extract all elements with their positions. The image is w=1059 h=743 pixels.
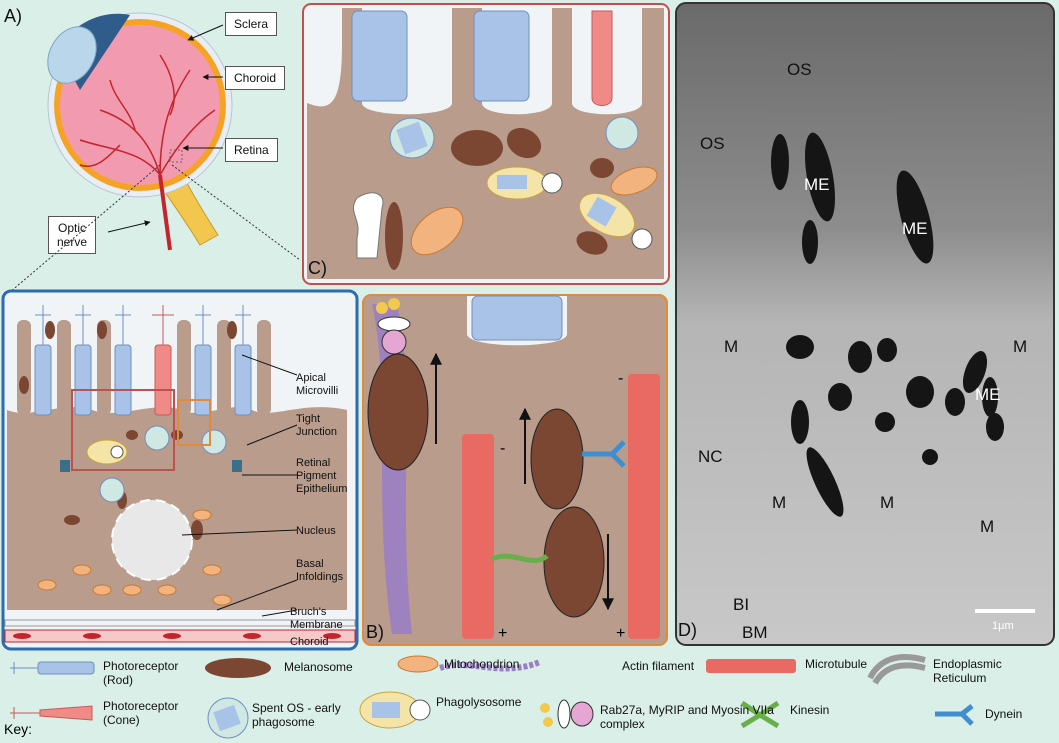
microtubule-1 (462, 434, 494, 639)
panel-d-label: D) (678, 620, 697, 640)
label-basal-infoldings: Basal Infoldings (296, 558, 344, 583)
key-microtubule-label: Microtubule (805, 657, 868, 671)
label-choroid-layer: Choroid (290, 636, 329, 648)
em-label-8: M (772, 493, 787, 512)
em-label-11: BI (733, 595, 750, 614)
retinal-vessels (79, 54, 216, 176)
label-tight-junction: Tight Junction (296, 413, 337, 438)
key-rod-icon (37, 661, 95, 675)
rod-outer-segment-2 (473, 10, 530, 102)
key-phagolysosome-label: Phagolysosome (436, 695, 522, 709)
em-label-5: M (1013, 337, 1028, 356)
key-melanosome-label: Melanosome (284, 660, 353, 674)
em-label-3: ME (902, 219, 928, 238)
key-actin-icon (439, 659, 542, 672)
key-mitochondrion-label: Mitochondrion (444, 657, 520, 671)
label-apical-microvilli: Apical Microvilli (296, 372, 339, 397)
minus-label-1: - (500, 440, 506, 457)
zoom-box (169, 149, 183, 163)
microtubule-2 (628, 374, 660, 639)
label-optic-nerve: Optic nerve (48, 216, 97, 254)
key-mitochondrion-icon (397, 655, 439, 673)
key-title: Key: (4, 721, 33, 737)
em-melanosomes (771, 132, 1004, 517)
key-spent-os-label: Spent OS - early phagosome (252, 701, 341, 729)
key-er-label: Endoplasmic Reticulum (933, 657, 1002, 685)
key-kinesin-icon (740, 700, 780, 729)
key-dynein-label: Dynein (985, 707, 1023, 721)
panel-b-label: B) (366, 622, 384, 642)
em-label-6: ME (975, 385, 1001, 404)
rpe-illustration (1, 289, 359, 651)
rpe-nucleus (111, 499, 193, 581)
key-rab27a-label: Rab27a, MyRIP and Myosin VIIa complex (600, 703, 774, 731)
label-choroid: Choroid (225, 66, 286, 90)
em-label-7: NC (698, 447, 723, 466)
em-label-12: BM (742, 623, 768, 642)
rpe-rods (34, 344, 252, 416)
rod-outer-segment (351, 10, 408, 102)
key-cone-icon (39, 705, 93, 721)
key-cone-label: Photoreceptor (Cone) (103, 699, 179, 727)
em-label-1: OS (700, 134, 725, 153)
key-er-icon (867, 654, 926, 685)
panel-b-illustration (362, 294, 668, 646)
label-nucleus: Nucleus (296, 525, 336, 537)
key-icons (10, 654, 974, 739)
label-bruchs-membrane: Bruch's Membrane (290, 606, 343, 631)
eye-illustration (47, 12, 233, 251)
eye-arrows (9, 24, 301, 293)
panel-c-illustration (302, 3, 670, 285)
key-dynein-icon (935, 704, 974, 726)
em-label-10: M (980, 517, 995, 536)
em-label-9: M (880, 493, 895, 512)
panel-c-label: C) (308, 258, 327, 278)
lens-shape (47, 26, 97, 84)
key-microtubule-icon (706, 659, 796, 673)
scale-bar-label: 1µm (992, 620, 1014, 632)
label-sclera: Sclera (225, 12, 278, 36)
em-micrograph (675, 2, 1055, 646)
label-retina: Retina (225, 138, 278, 162)
central-vessel (158, 174, 172, 251)
em-label-2: ME (804, 175, 830, 194)
key-kinesin-label: Kinesin (790, 703, 830, 717)
key-rod-label: Photoreceptor (Rod) (103, 659, 179, 687)
em-label-0: OS (787, 60, 812, 79)
label-rpe: Retinal Pigment Epithelium (296, 457, 348, 495)
minus-label-2: - (618, 370, 624, 387)
key-actin-label: Actin filament (622, 659, 695, 673)
panel-a-label: A) (4, 6, 22, 26)
rpe-cone (154, 344, 172, 416)
key-melanosome-icon (205, 658, 271, 678)
plus-label-2: + (616, 625, 626, 642)
plus-label-1: + (498, 625, 508, 642)
cone-outer-segment (591, 10, 613, 106)
em-label-4: M (724, 337, 739, 356)
key-rab27a-icon (570, 701, 594, 727)
